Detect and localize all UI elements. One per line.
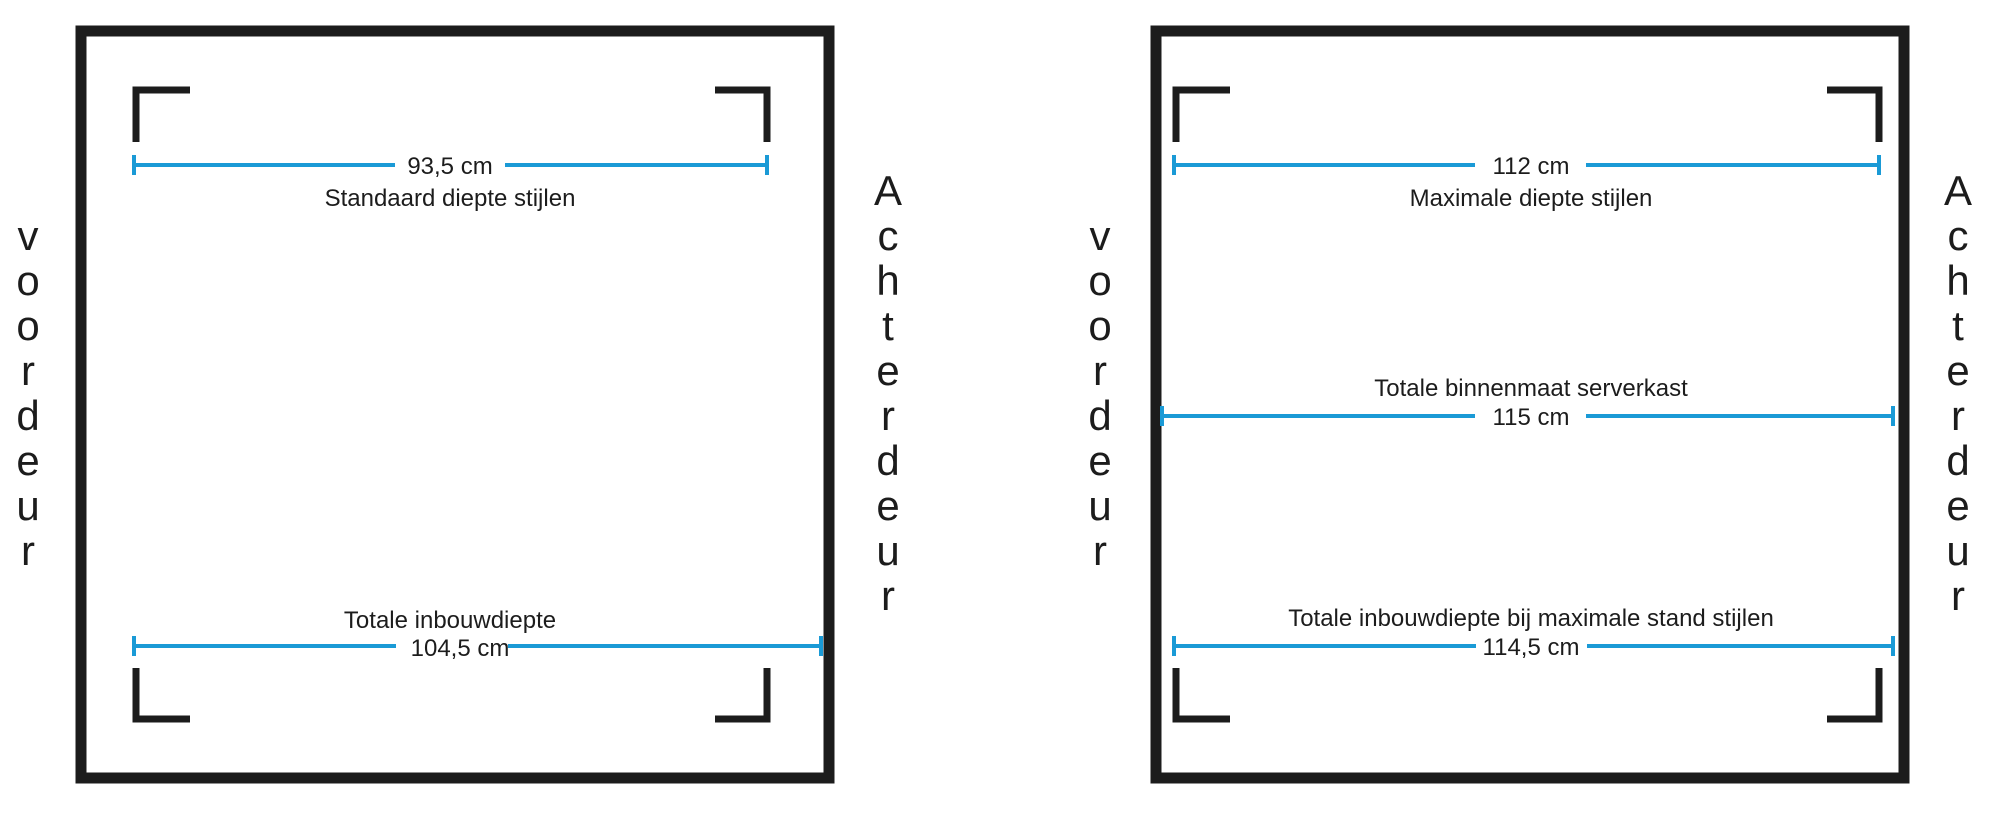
left-bracket-top-right: [715, 86, 771, 142]
right-bottom-dimension: Totale inbouwdiepte bij maximale stand s…: [1172, 605, 1895, 661]
left-top-dim-caption: Standaard diepte stijlen: [325, 185, 576, 212]
right-top-dim-caption: Maximale diepte stijlen: [1410, 185, 1653, 212]
left-bracket-bottom-right: [715, 668, 771, 723]
right-middle-dim-caption: Totale binnenmaat serverkast: [1374, 375, 1688, 402]
left-bottom-dim-caption: Totale inbouwdiepte: [344, 607, 556, 634]
right-middle-dim-value: 115 cm: [1493, 404, 1570, 431]
right-bracket-bottom-left: [1172, 668, 1230, 723]
right-bottom-dim-caption: Totale inbouwdiepte bij maximale stand s…: [1288, 605, 1774, 632]
left-bottom-dimension: Totale inbouwdiepte 104,5 cm: [132, 607, 823, 662]
left-top-dim-value: 93,5 cm: [407, 153, 492, 180]
right-cabinet-frame: [1150, 25, 1910, 784]
right-bracket-top-right: [1827, 86, 1883, 142]
right-middle-dimension: Totale binnenmaat serverkast 115 cm: [1160, 375, 1895, 431]
right-diagram: 112 cm Maximale diepte stijlen Totale bi…: [1088, 25, 1972, 784]
left-cabinet-frame: [75, 25, 835, 784]
left-bracket-top-left: [132, 86, 190, 142]
right-top-dimension: 112 cm Maximale diepte stijlen: [1172, 153, 1881, 212]
left-bracket-bottom-left: [132, 668, 190, 723]
left-diagram: 93,5 cm Standaard diepte stijlen Totale …: [16, 25, 902, 784]
right-bracket-top-left: [1172, 86, 1230, 142]
right-top-dim-value: 112 cm: [1493, 153, 1570, 180]
right-bracket-bottom-right: [1827, 668, 1883, 723]
left-top-dimension: 93,5 cm Standaard diepte stijlen: [132, 153, 769, 212]
left-bottom-dim-value: 104,5 cm: [411, 635, 510, 662]
right-bottom-dim-value: 114,5 cm: [1483, 634, 1580, 661]
